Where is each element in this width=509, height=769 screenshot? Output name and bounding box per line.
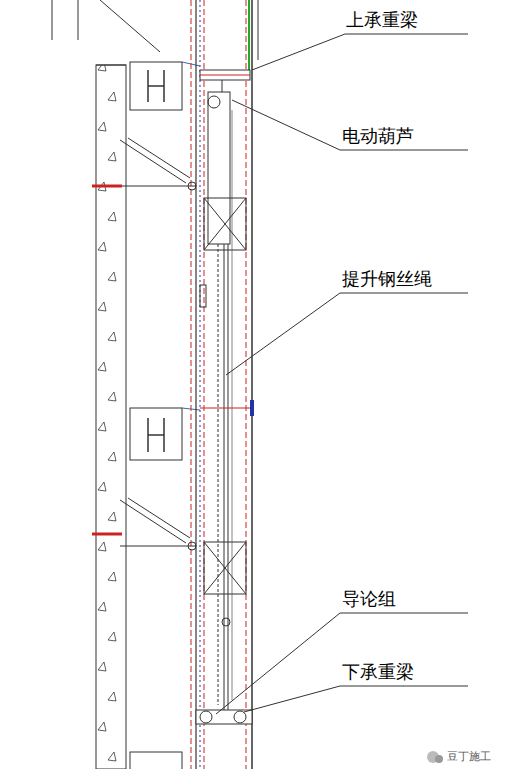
part-label: 下承重梁	[342, 661, 414, 683]
part-label: 电动葫芦	[342, 125, 414, 147]
part-label: 导论组	[342, 588, 396, 610]
part-label: 上承重梁	[346, 9, 418, 31]
watermark: 豆丁施工	[447, 750, 491, 763]
part-label: 提升钢丝绳	[342, 268, 432, 290]
